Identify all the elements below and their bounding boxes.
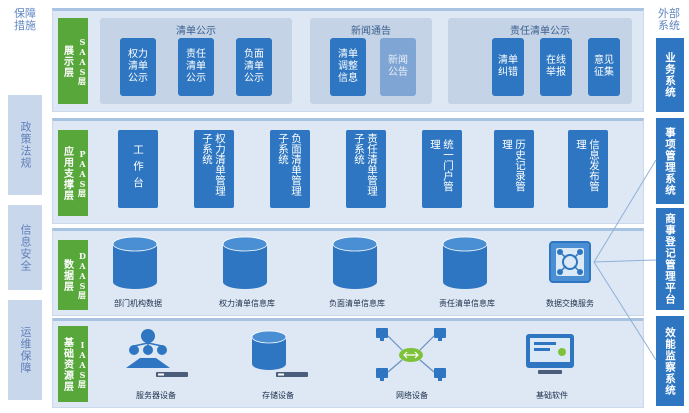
iaas-label: 存储设备 bbox=[262, 391, 294, 400]
basic-software-icon bbox=[526, 334, 574, 374]
box-text: 清单纠错 bbox=[498, 55, 518, 78]
box-text: 负面清单管理子系统 bbox=[277, 133, 302, 196]
group-title: 新闻通告 bbox=[351, 26, 391, 37]
db-cylinder-icon bbox=[332, 236, 378, 289]
layer-code: PAAS层 bbox=[77, 149, 88, 197]
saas-box-opinion: 意见征集 bbox=[588, 38, 620, 96]
ext-label: 事项管理系统 bbox=[664, 126, 676, 196]
group-title: 清单公示 bbox=[176, 26, 216, 37]
exchange-label: 数据交换服务 bbox=[546, 299, 594, 308]
left-item-label: 信息安全 bbox=[19, 223, 32, 272]
left-column-header: 保障措施 bbox=[8, 8, 42, 38]
server-device-icon bbox=[126, 329, 188, 377]
left-item-ops: 运维保障 bbox=[8, 300, 42, 400]
ext-supervision-system: 效能监察系统 bbox=[656, 316, 684, 406]
saas-box-list-adjust: 清单调整信息 bbox=[330, 38, 366, 96]
iaas-label: 服务器设备 bbox=[136, 391, 176, 400]
ext-label: 商事登记管理平台 bbox=[664, 213, 676, 305]
left-item-label: 运维保障 bbox=[19, 326, 32, 374]
layer-name: 应用支撑层 bbox=[61, 145, 73, 201]
saas-box-correction: 清单纠错 bbox=[492, 38, 524, 96]
paas-box-portal: 统一门户管理 bbox=[422, 130, 462, 208]
box-text: 负面清单公示 bbox=[244, 49, 264, 84]
layer-code: IAAS层 bbox=[77, 340, 88, 388]
db-cylinder-icon bbox=[222, 236, 268, 289]
saas-box-report: 在线举报 bbox=[540, 38, 572, 96]
left-item-label: 政策法规 bbox=[19, 121, 32, 169]
db-label: 负面清单信息库 bbox=[329, 299, 385, 308]
db-cylinder-icon bbox=[442, 236, 488, 289]
db-label: 部门机构数据 bbox=[114, 299, 162, 308]
saas-box-power-list: 权力清单公示 bbox=[120, 38, 156, 96]
ext-label: 业务系统 bbox=[664, 52, 676, 98]
saas-box-news: 新闻公告 bbox=[380, 38, 416, 96]
saas-layer-label: 展示层 bbox=[58, 18, 76, 104]
paas-box-publish: 信息发布管理 bbox=[568, 130, 608, 208]
saas-box-duty-list: 责任清单公示 bbox=[178, 38, 214, 96]
box-text: 权力清单管理子系统 bbox=[201, 133, 226, 196]
paas-layer-label: 应用支撑层 bbox=[58, 130, 76, 216]
ext-registration-platform: 商事登记管理平台 bbox=[656, 208, 684, 310]
ext-label: 效能监察系统 bbox=[664, 326, 676, 396]
box-text: 新闻公告 bbox=[388, 55, 408, 78]
iaas-layer-label: 基础资源层 bbox=[58, 326, 76, 402]
daas-layer-code: DAAS层 bbox=[76, 240, 88, 310]
paas-layer-code: PAAS层 bbox=[76, 130, 88, 216]
paas-box-duty-mgmt: 责任清单管理子系统 bbox=[346, 130, 386, 208]
db-cylinder-icon bbox=[112, 236, 158, 289]
layer-name: 基础资源层 bbox=[61, 336, 73, 392]
box-text: 信息发布管理 bbox=[575, 139, 600, 192]
box-text: 统一门户管理 bbox=[429, 139, 454, 192]
network-device-icon bbox=[376, 328, 446, 381]
box-text: 工作台 bbox=[132, 144, 144, 194]
box-text: 历史记录管理 bbox=[501, 139, 526, 192]
layer-code: DAAS层 bbox=[77, 251, 88, 299]
paas-box-workbench: 工作台 bbox=[118, 130, 158, 208]
box-text: 意见征集 bbox=[594, 55, 614, 78]
box-text: 责任清单公示 bbox=[186, 49, 206, 84]
left-item-security: 信息安全 bbox=[8, 205, 42, 290]
data-exchange-icon bbox=[549, 241, 591, 283]
paas-box-power-mgmt: 权力清单管理子系统 bbox=[194, 130, 234, 208]
right-column-header: 外部系统 bbox=[652, 8, 686, 38]
right-header-text: 外部系统 bbox=[658, 7, 680, 32]
paas-box-history: 历史记录管理 bbox=[494, 130, 534, 208]
saas-box-negative-list: 负面清单公示 bbox=[236, 38, 272, 96]
iaas-layer-code: IAAS层 bbox=[76, 326, 88, 402]
iaas-label: 基础软件 bbox=[536, 391, 568, 400]
left-header-text: 保障措施 bbox=[14, 7, 36, 32]
ext-business-system: 业务系统 bbox=[656, 38, 684, 112]
iaas-label: 网络设备 bbox=[396, 391, 428, 400]
left-item-policy: 政策法规 bbox=[8, 95, 42, 195]
layer-code: SAAS层 bbox=[77, 37, 88, 85]
box-text: 责任清单管理子系统 bbox=[353, 133, 378, 196]
layer-name: 展示层 bbox=[61, 44, 73, 78]
saas-layer-code: SAAS层 bbox=[76, 18, 88, 104]
group-title: 责任清单公示 bbox=[510, 26, 570, 37]
storage-device-icon bbox=[251, 330, 308, 377]
daas-layer-label: 数据层 bbox=[58, 240, 76, 310]
layer-name: 数据层 bbox=[61, 258, 73, 292]
box-text: 在线举报 bbox=[546, 55, 566, 78]
db-label: 权力清单信息库 bbox=[219, 299, 275, 308]
box-text: 清单调整信息 bbox=[338, 49, 358, 84]
paas-box-negative-mgmt: 负面清单管理子系统 bbox=[270, 130, 310, 208]
ext-item-mgmt-system: 事项管理系统 bbox=[656, 118, 684, 204]
box-text: 权力清单公示 bbox=[128, 49, 148, 84]
db-label: 责任清单信息库 bbox=[439, 299, 495, 308]
